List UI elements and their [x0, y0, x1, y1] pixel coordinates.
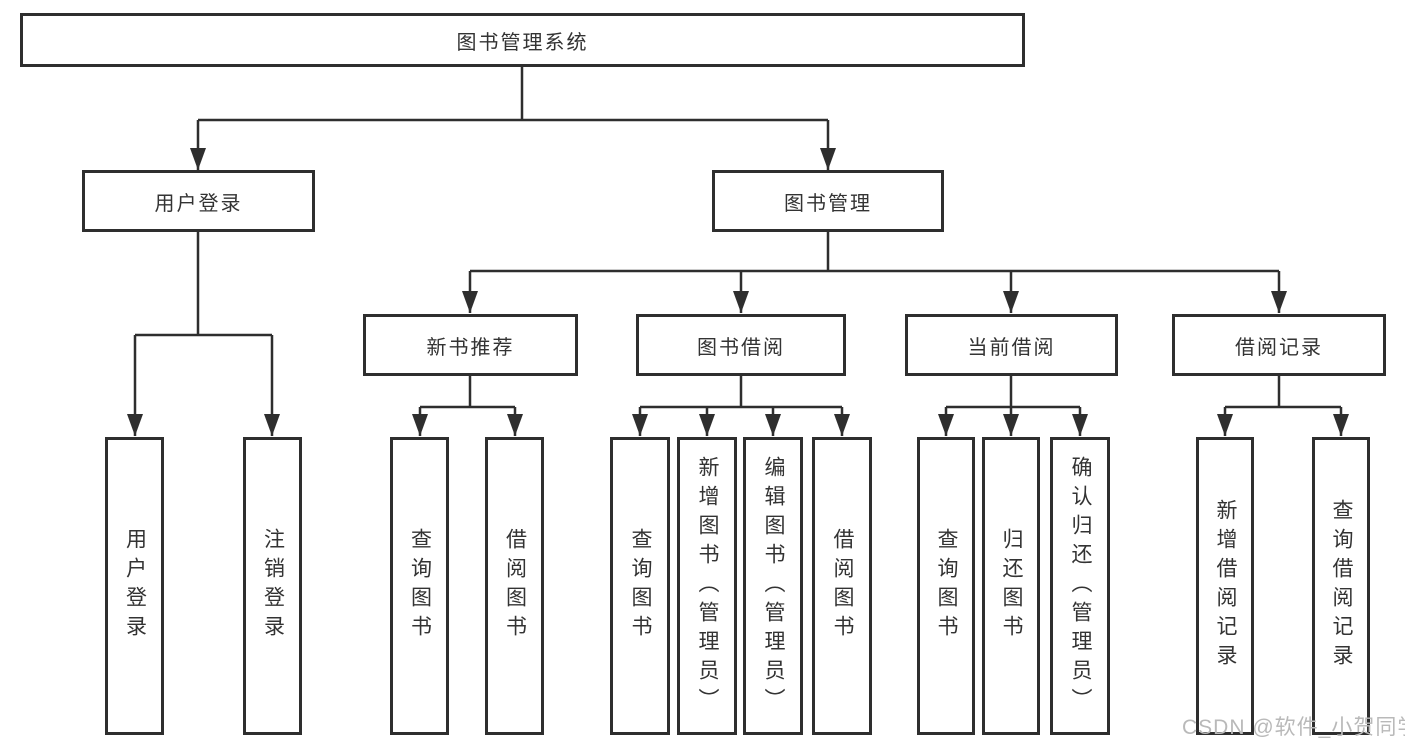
node-book-borrowing: 图书借阅	[636, 314, 846, 376]
leaf-query-books-current: 查询图书	[917, 437, 975, 735]
arrowhead-icon	[632, 414, 648, 436]
leaf-user-login: 用户登录	[105, 437, 164, 735]
arrowhead-icon	[733, 291, 749, 313]
leaf-query-borrow-record: 查询借阅记录	[1312, 437, 1370, 735]
arrowhead-icon	[1333, 414, 1349, 436]
node-book-management: 图书管理	[712, 170, 944, 232]
node-new-book-recommend: 新书推荐	[363, 314, 578, 376]
leaf-add-book-admin: 新增图书（管理员）	[677, 437, 737, 735]
leaf-confirm-return-admin: 确认归还（管理员）	[1050, 437, 1110, 735]
node-user-login: 用户登录	[82, 170, 315, 232]
leaf-add-borrow-record: 新增借阅记录	[1196, 437, 1254, 735]
arrowhead-icon	[1003, 414, 1019, 436]
leaf-return-books: 归还图书	[982, 437, 1040, 735]
csdn-watermark: CSDN @软件_小贺同学	[1182, 716, 1405, 739]
node-current-borrowing: 当前借阅	[905, 314, 1118, 376]
leaf-query-books-borrowing: 查询图书	[610, 437, 670, 735]
arrowhead-icon	[462, 291, 478, 313]
arrowhead-icon	[765, 414, 781, 436]
arrowhead-icon	[1072, 414, 1088, 436]
leaf-borrow-books-borrowing: 借阅图书	[812, 437, 872, 735]
arrowhead-icon	[1217, 414, 1233, 436]
arrowhead-icon	[412, 414, 428, 436]
arrowhead-icon	[1003, 291, 1019, 313]
arrowhead-icon	[190, 148, 206, 170]
leaf-query-books-recommend: 查询图书	[390, 437, 449, 735]
arrowhead-icon	[1271, 291, 1287, 313]
arrowhead-icon	[699, 414, 715, 436]
leaf-logout: 注销登录	[243, 437, 302, 735]
leaf-borrow-books-recommend: 借阅图书	[485, 437, 544, 735]
arrowhead-icon	[938, 414, 954, 436]
connector-lines	[133, 67, 1343, 436]
arrowhead-icon	[834, 414, 850, 436]
arrowhead-icon	[127, 414, 143, 436]
leaf-edit-book-admin: 编辑图书（管理员）	[743, 437, 803, 735]
node-library-management-system: 图书管理系统	[20, 13, 1025, 67]
node-borrowing-records: 借阅记录	[1172, 314, 1386, 376]
arrowhead-icon	[507, 414, 523, 436]
arrowhead-icon	[820, 148, 836, 170]
arrowhead-icon	[264, 414, 280, 436]
